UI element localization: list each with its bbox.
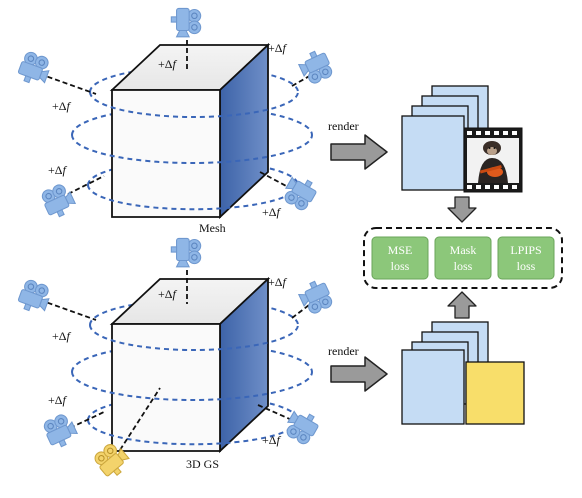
- delta-f-label: +Δf: [52, 99, 71, 113]
- camera-icon: [170, 7, 202, 38]
- gs-label: 3D GS: [186, 457, 219, 471]
- delta-f-label: +Δf: [48, 393, 67, 407]
- render-label: render: [328, 119, 359, 133]
- mesh-label: Mesh: [199, 221, 226, 235]
- gs-cube: [109, 276, 271, 454]
- camera-icon: [40, 411, 80, 451]
- arrow-to-loss: [447, 196, 477, 223]
- delta-f-label: +Δf: [268, 275, 287, 289]
- reference-video-frame: [463, 127, 523, 193]
- mask-loss: Mask loss: [434, 236, 492, 280]
- camera-icon: [15, 49, 54, 89]
- rendered-frames-mesh: [401, 85, 523, 193]
- rendered-frames-gs: [401, 321, 525, 425]
- camera-icon: [170, 237, 202, 268]
- mse-loss: MSE loss: [371, 236, 429, 280]
- bottom-scene: +Δf +Δf +Δf +Δf +Δf 3D GS: [15, 237, 336, 482]
- top-view-lines: [39, 40, 314, 195]
- loss-name: Mask: [450, 243, 477, 257]
- camera-icon: [15, 277, 54, 317]
- loss-word: loss: [517, 259, 536, 273]
- loss-name: MSE: [388, 243, 413, 257]
- bottom-view-lines: [39, 270, 314, 451]
- delta-f-label: +Δf: [158, 57, 177, 71]
- delta-f-label: +Δf: [268, 41, 287, 55]
- camera-icon: [281, 406, 322, 448]
- bottom-orbits-front: [71, 324, 313, 446]
- camera-icon: [279, 172, 320, 214]
- novel-view-frame: [465, 361, 525, 425]
- mesh-cube: [109, 42, 271, 220]
- lpips-loss: LPIPS loss: [497, 236, 555, 280]
- top-scene: +Δf +Δf +Δf +Δf +Δf Mesh: [15, 7, 336, 235]
- delta-f-label: +Δf: [262, 433, 281, 447]
- render-arrow-top: render: [328, 119, 388, 170]
- render-arrow-bottom: render: [328, 344, 388, 392]
- camera-icon: [38, 181, 78, 221]
- arrow-from-gs-render: [447, 291, 477, 319]
- top-orbits-front: [71, 91, 313, 211]
- loss-word: loss: [454, 259, 473, 273]
- delta-f-label: +Δf: [48, 163, 67, 177]
- render-label: render: [328, 344, 359, 358]
- loss-box: MSE loss Mask loss LPIPS loss: [363, 227, 563, 289]
- delta-f-label: +Δf: [52, 329, 71, 343]
- loss-name: LPIPS: [510, 243, 541, 257]
- delta-f-label: +Δf: [158, 287, 177, 301]
- loss-word: loss: [391, 259, 410, 273]
- delta-f-label: +Δf: [262, 205, 281, 219]
